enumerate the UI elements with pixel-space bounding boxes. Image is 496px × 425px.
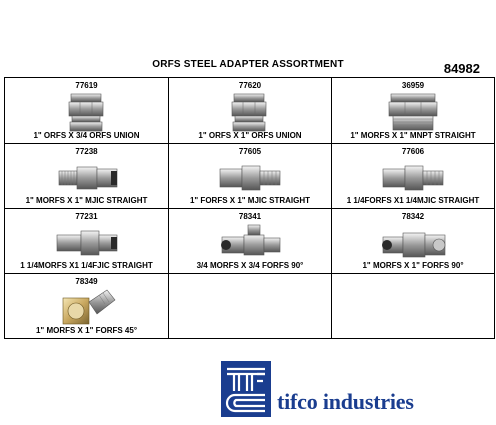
part-number: 77619 [75, 81, 98, 90]
part-description: 1" ORFS X 1" ORFS UNION [198, 131, 302, 140]
part-description: 1 1/4MORFS X1 1/4FJIC STRAIGHT [20, 261, 153, 270]
product-cell: 77620 1" ORFS X 1" ORFS UNION [169, 78, 331, 143]
product-cell: 77619 1" ORFS X 3/4 ORFS UNION [5, 78, 168, 143]
part-number: 77605 [238, 147, 262, 156]
product-cell: 36959 1" MORFS X 1" MNPT STRAIGHT [332, 78, 494, 143]
straight-union-fitting-icon [231, 93, 267, 132]
brand-name: tifco industries [277, 389, 414, 414]
product-cell: 77231 1 1/4MORFS X1 1/4FJIC STRAIGHT [5, 209, 168, 273]
product-cell: 77605 1" FORFS X 1" MJIC STRAIGHT [169, 144, 331, 208]
part-description: 1" ORFS X 3/4 ORFS UNION [33, 131, 140, 140]
adapter-grid: 77619 1" ORFS X 3/4 ORFS UNION 77620 1" … [4, 77, 495, 339]
part-number: 36959 [401, 81, 425, 90]
straight-union-fitting-icon [68, 93, 103, 132]
catalog-number: 84982 [443, 61, 480, 76]
grid-divider [5, 208, 494, 209]
product-cell: 77606 1 1/4FORFS X1 1/4MJIC STRAIGHT [332, 144, 494, 208]
tifco-logo-icon [221, 361, 271, 417]
page-title: ORFS STEEL ADAPTER ASSORTMENT [152, 59, 344, 70]
grid-divider [5, 143, 494, 144]
straight-swivel-adapter-icon [219, 165, 281, 191]
product-cell: 77238 1" MORFS X 1" MJIC STRAIGHT [5, 144, 168, 208]
part-number: 77620 [238, 81, 262, 90]
elbow-90-fitting-icon [382, 232, 446, 258]
straight-swivel-adapter-icon [56, 230, 117, 256]
straight-pipe-adapter-icon [388, 93, 438, 131]
part-description: 1" MORFS X 1" FORFS 90° [362, 261, 464, 270]
part-number: 77606 [401, 147, 425, 156]
grid-divider [5, 273, 494, 274]
brand-logo: tifco industries [221, 361, 475, 417]
part-description: 3/4 MORFS X 3/4 FORFS 90° [196, 261, 304, 270]
elbow-90-fitting-icon [221, 224, 281, 256]
product-cell: 78342 1" MORFS X 1" FORFS 90° [332, 209, 494, 273]
part-description: 1" MORFS X 1" FORFS 45° [35, 326, 138, 335]
straight-swivel-adapter-icon [382, 165, 444, 191]
part-description: 1" FORFS X 1" MJIC STRAIGHT [189, 196, 311, 205]
product-cell: 78349 1" MORFS X 1" FORFS 45° [5, 274, 168, 338]
part-number: 78341 [238, 212, 262, 221]
part-description: 1" MORFS X 1" MNPT STRAIGHT [350, 131, 476, 140]
elbow-45-fitting-icon [62, 289, 115, 325]
part-description: 1 1/4FORFS X1 1/4MJIC STRAIGHT [346, 196, 480, 205]
straight-male-adapter-icon [58, 166, 117, 190]
product-cell: 78341 3/4 MORFS X 3/4 FORFS 90° [169, 209, 331, 273]
part-number: 78342 [401, 212, 425, 221]
part-number: 77238 [75, 147, 98, 156]
part-number: 78349 [75, 277, 98, 286]
part-number: 77231 [75, 212, 98, 221]
part-description: 1" MORFS X 1" MJIC STRAIGHT [25, 196, 148, 205]
